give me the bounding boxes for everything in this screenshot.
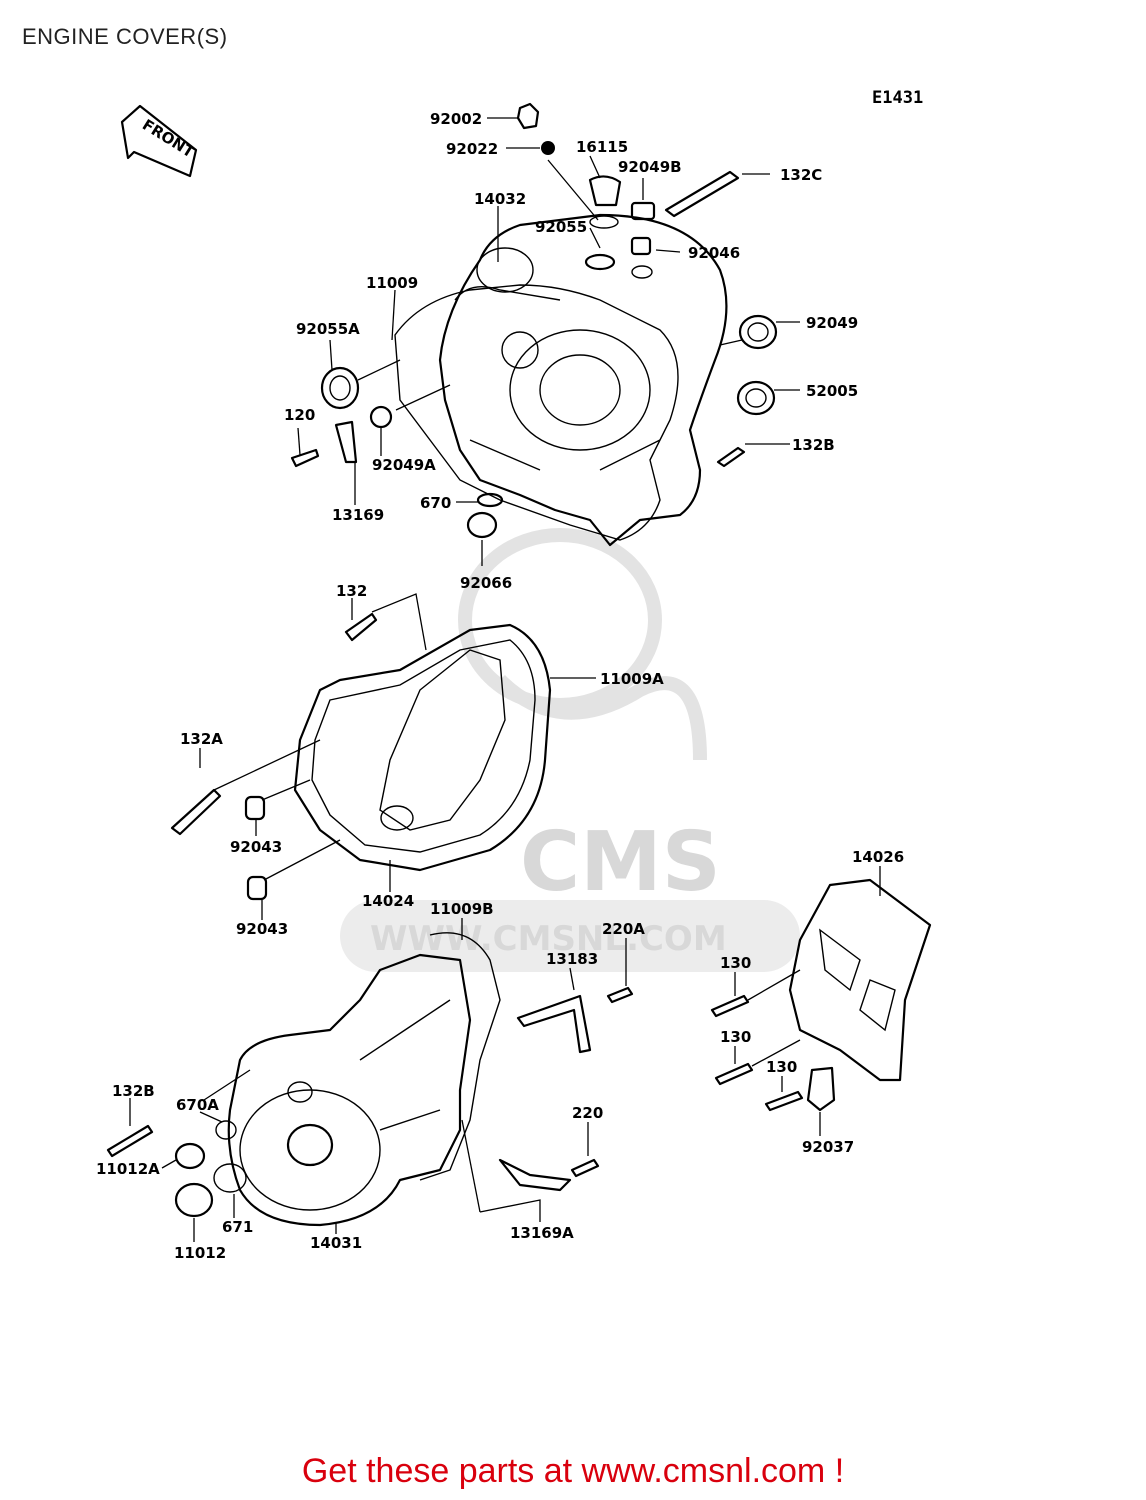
watermark-site: WWW.CMSNL.COM [370,919,727,959]
part-label: 220 [572,1104,603,1122]
part-label: 92055 [535,218,587,236]
part-label: 132B [112,1082,155,1100]
parts-diagram: CMS WWW.CMSNL.COM FRONT [96,102,932,1262]
page-title: ENGINE COVER(S) [22,24,228,49]
part-label: 120 [284,406,315,424]
part-label: 11009A [600,670,664,688]
part-label: 130 [720,954,751,972]
diagram-code: E1431 [872,88,924,108]
part-label: 11009 [366,274,418,292]
part-label: 132C [780,166,822,184]
part-label: 11009B [430,900,494,918]
part-label: 13169 [332,506,384,524]
part-label: 92046 [688,244,740,262]
part-labels: 92002 92022 16115 92049B 132C 14032 9205… [96,110,904,1262]
part-label: 130 [720,1028,751,1046]
part-label: 11012 [174,1244,226,1262]
part-label: 130 [766,1058,797,1076]
part-label: 14024 [362,892,414,910]
cover-14024-group [170,612,552,901]
part-label: 92002 [430,110,482,128]
part-label: 92066 [460,574,512,592]
part-label: 132 [336,582,367,600]
front-arrow-label: FRONT [139,116,198,162]
part-label: 670 [420,494,451,512]
part-label: 52005 [806,382,858,400]
part-label: 92037 [802,1138,854,1156]
part-label: 92055A [296,320,360,338]
footer-promo-link[interactable]: Get these parts at www.cmsnl.com ! [301,1452,845,1490]
part-label: 92022 [446,140,498,158]
part-label: 11012A [96,1160,160,1178]
cover-14032-group [290,102,778,547]
part-label: 92049A [372,456,436,474]
part-label: 14026 [852,848,904,866]
front-arrow: FRONT [120,104,198,178]
part-label: 132A [180,730,223,748]
leader-lines [129,117,881,1242]
part-label: 220A [602,920,645,938]
part-label: 92043 [230,838,282,856]
part-label: 92049B [618,158,682,176]
watermark: CMS WWW.CMSNL.COM [340,528,800,972]
part-label: 13169A [510,1224,574,1242]
cover-14031-group [106,932,634,1227]
part-label: 16115 [576,138,628,156]
watermark-brand: CMS [520,815,721,910]
part-label: 14032 [474,190,526,208]
part-label: 92049 [806,314,858,332]
part-label: 13183 [546,950,598,968]
part-label: 92043 [236,920,288,938]
part-label: 671 [222,1218,253,1236]
part-label: 14031 [310,1234,362,1252]
part-label: 132B [792,436,835,454]
part-label: 670A [176,1096,219,1114]
